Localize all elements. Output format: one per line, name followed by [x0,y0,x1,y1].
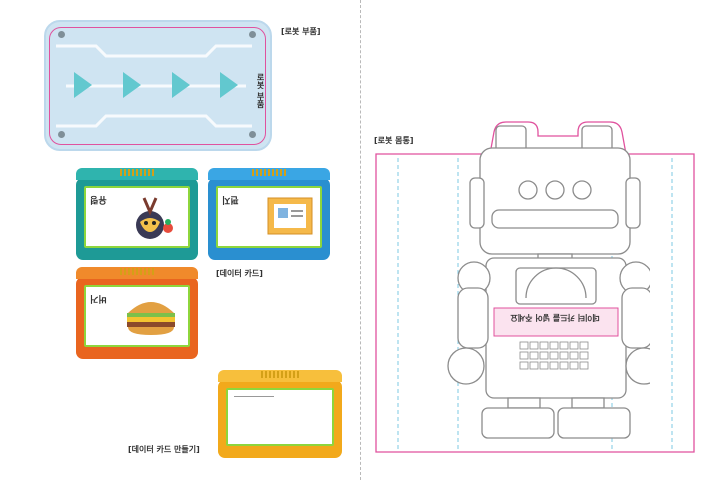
screw-icon [58,131,65,138]
robot-illustration [447,125,650,439]
ghost-icon [136,197,173,239]
data-card-burger: 버거 [76,267,198,359]
play-arrow-icon [220,72,238,98]
data-card-letter: 편지 [208,168,330,260]
data-card-word: 유령 [90,194,107,204]
envelope-icon [267,197,313,235]
burger-icon [127,302,175,335]
play-arrow-icon [123,72,141,98]
blank-data-card [218,370,342,458]
make-data-card-caption: [데이터 카드 만들기] [128,445,200,454]
data-card-word: 버거 [90,293,107,303]
screw-icon [249,31,256,38]
play-arrow-icon [172,72,190,98]
robot-part-side-text: 로봇 부품 [256,72,265,108]
data-card-word: 편지 [222,194,239,204]
data-card-caption: [데이터 카드] [216,269,263,278]
robot-body-caption: [로봇 몸통] [374,136,414,145]
robot-part-caption: [로봇 부품] [281,27,321,36]
robot-chest-text: 데이터 카드를 넣어 주세요 [510,313,600,322]
screw-icon [249,131,256,138]
page-divider [360,0,361,480]
data-card-ghost: 유령 [76,168,198,260]
circuit-lines [56,44,252,128]
screw-icon [58,31,65,38]
robot-part-cut-line [49,27,266,145]
play-arrow-icon [74,72,92,98]
